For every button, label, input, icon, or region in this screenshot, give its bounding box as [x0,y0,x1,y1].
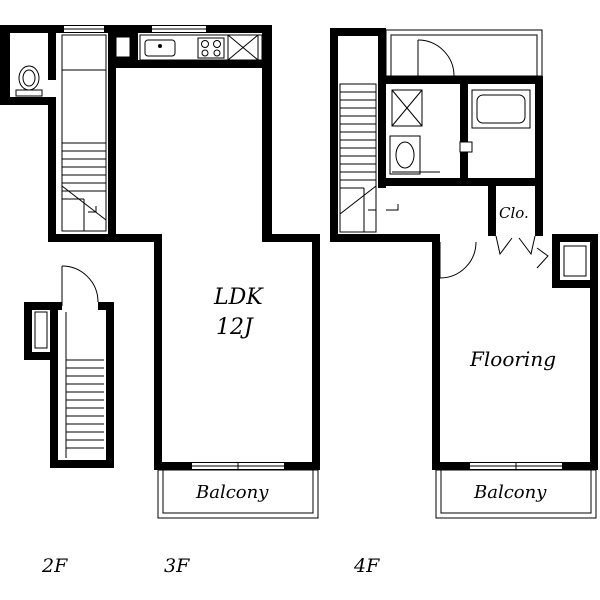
stairs-2f [65,312,104,458]
floor-3f-plan: LDK 12J Balcony [0,25,320,519]
wall-3f-ldk-right [312,234,320,470]
floor-2f-plan [24,265,114,468]
wall-3f-step [262,234,320,242]
wall-3f-left [48,97,56,242]
floor-4f-label: 4F [353,555,380,577]
wall-4f-room-left [432,234,440,470]
room-door [439,241,477,279]
wall-4f-closet-right [535,186,543,236]
wall-4f-stair-bottom [330,234,440,242]
washroom-door [417,39,455,77]
wall-3f-stair-bottom [48,234,162,242]
wall-2f-entry-bottom [24,352,56,360]
wall-4f-bath-left [460,76,468,186]
floor-3f-label: 3F [164,555,190,577]
stove-icon [197,37,225,59]
wall-3f-toilet-right [48,25,56,80]
floor-2f-label: 2F [41,555,68,577]
floor-4f-plan: Clo. Flooring Balcony [330,28,598,519]
wall-4f-bath-bottom [460,178,543,186]
bathtub-icon [471,89,531,129]
wall-3f-counter-bottom [108,60,262,68]
wall-4f-bath-right [535,76,543,186]
wall-3f-ldk-left [154,234,162,470]
balcony-3f-label: Balcony [195,482,269,503]
shoe-box [34,311,48,349]
wall-4f-storage-bottom [552,280,598,288]
closet-doors [495,235,549,269]
wall-4f-wash-bottom [386,178,468,186]
wall-2f-bottom [50,460,114,468]
stairs-3f [61,34,107,232]
wall-3f-toilet-bottom [0,97,55,105]
entry-door [61,265,99,306]
kitchen-duct [115,36,131,58]
closet-label: Clo. [499,204,529,222]
wall-2f-top-right [98,302,114,310]
wall-2f-left [50,302,58,468]
balcony-4f [435,469,597,519]
toilet-icon [15,65,43,97]
wall-3f-toilet-left [0,25,10,105]
wall-4f-closet-left [488,186,496,236]
washbasin-icon [389,135,421,175]
roof-terrace [385,29,543,77]
wall-3f-stair-right [108,60,116,235]
wall-4f-room-top [552,234,598,242]
wall-2f-right [106,302,114,468]
wall-2f-top [24,302,62,310]
flooring-label: Flooring [469,347,556,371]
wall-2f-entry-left [24,302,32,360]
storage-unit [563,245,587,277]
balcony-3f [157,469,319,519]
ldk-label: LDK [213,285,264,310]
stairs-4f [339,83,399,233]
ldk-size-label: 12J [216,315,254,340]
wall-4f-top-left [330,28,385,36]
wall-4f-room-right [590,234,598,470]
wall-4f-stair-right [378,28,386,188]
wall-4f-storage-left [552,234,560,286]
wall-4f-left [330,28,338,242]
balcony-4f-label: Balcony [473,482,547,503]
wall-3f-right [262,25,272,242]
